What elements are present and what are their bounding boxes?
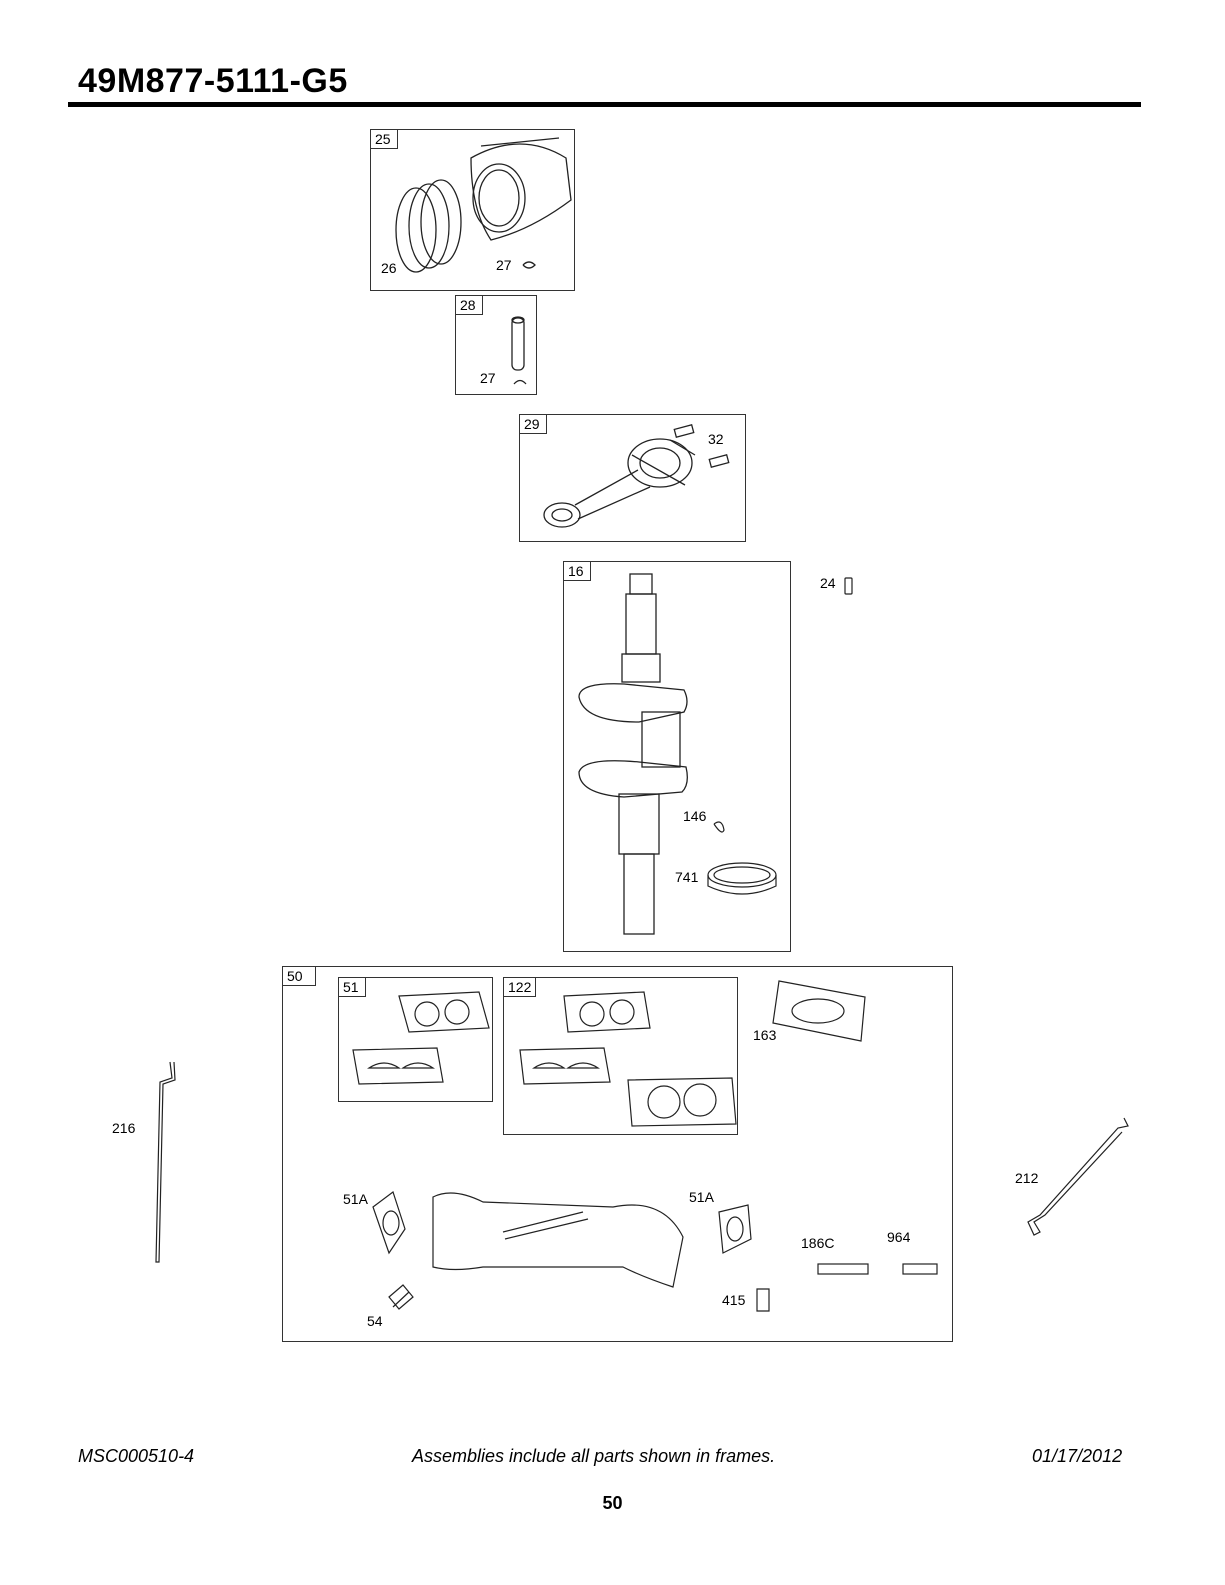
piston-drawing (371, 130, 574, 290)
frame-rod: 29 32 (519, 414, 746, 542)
callout-27: 27 (496, 257, 512, 273)
callout-186c: 186C (801, 1235, 834, 1251)
callout-26: 26 (381, 260, 397, 276)
callout-964: 964 (887, 1229, 910, 1245)
callout-212: 212 (1015, 1170, 1038, 1186)
crankshaft-drawing (564, 562, 790, 951)
callout-163: 163 (753, 1027, 776, 1043)
frame-crankshaft: 16 146 741 (563, 561, 791, 952)
callout-51a-right: 51A (689, 1189, 714, 1205)
callout-216: 216 (112, 1120, 135, 1136)
footer-doc-id: MSC000510-4 (78, 1446, 194, 1467)
page-title: 49M877-5111-G5 (78, 62, 348, 101)
frame-pin: 28 27 (455, 295, 537, 395)
frame-gasket-set: 50 51 122 (282, 966, 953, 1342)
callout-146: 146 (683, 808, 706, 824)
callout-24: 24 (820, 575, 836, 591)
manifold-drawing (283, 967, 952, 1341)
callout-51a-left: 51A (343, 1191, 368, 1207)
frame-piston: 25 26 27 (370, 129, 575, 291)
callout-741: 741 (675, 869, 698, 885)
callout-415: 415 (722, 1292, 745, 1308)
footer-note: Assemblies include all parts shown in fr… (412, 1446, 775, 1467)
callout-27: 27 (480, 370, 496, 386)
footer-date: 01/17/2012 (1032, 1446, 1122, 1467)
pin-drawing (456, 296, 536, 394)
title-rule (68, 102, 1141, 107)
callout-54: 54 (367, 1313, 383, 1329)
callout-32: 32 (708, 431, 724, 447)
page-number: 50 (0, 1493, 1225, 1514)
